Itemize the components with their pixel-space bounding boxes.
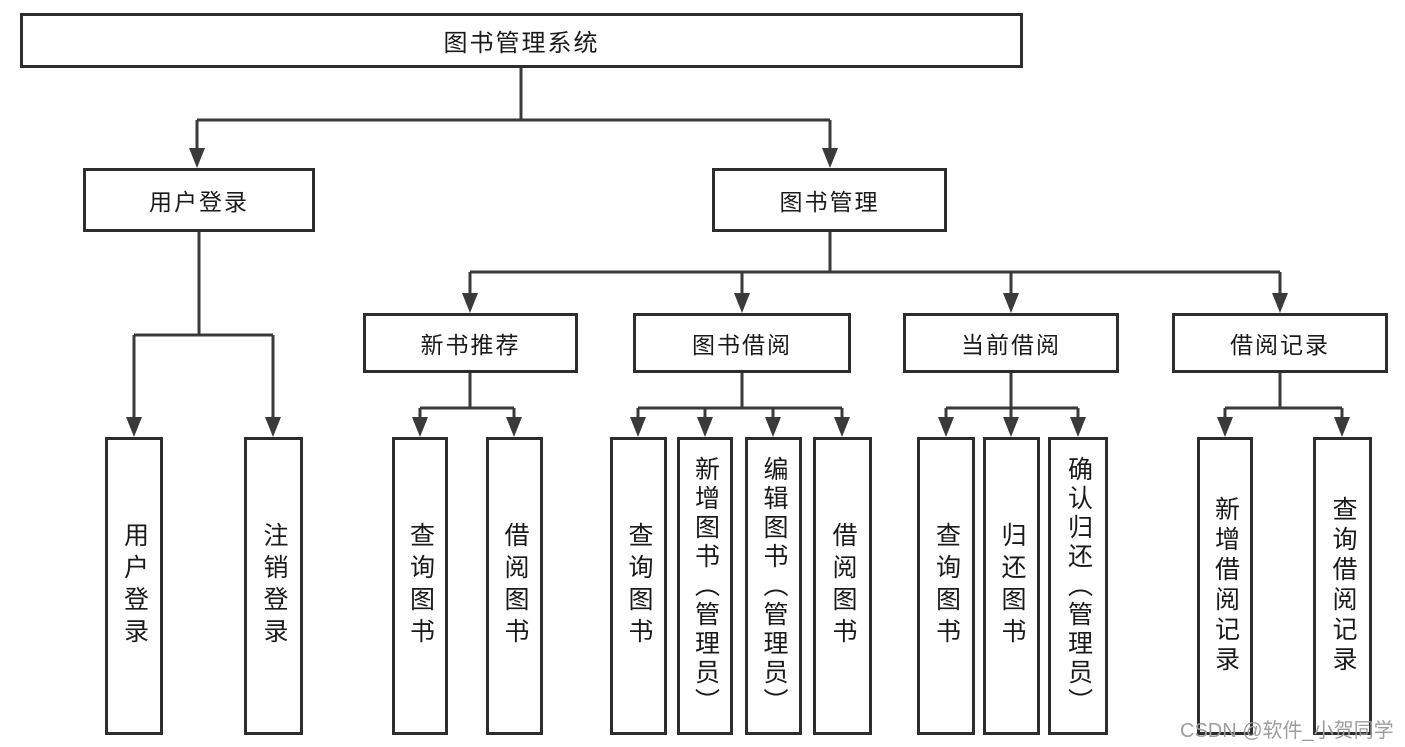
node-label: 借阅图书 bbox=[829, 522, 857, 650]
node-label: 图书借阅 bbox=[692, 332, 792, 358]
node-label: 图书管理系统 bbox=[443, 30, 600, 57]
leaf-borrow-book-2: 借阅图书 bbox=[813, 437, 872, 735]
node-book-borrow: 图书借阅 bbox=[633, 313, 851, 373]
node-borrow-records: 借阅记录 bbox=[1172, 313, 1388, 373]
csdn-watermark: CSDN @软件_小贺同学 bbox=[1180, 720, 1394, 742]
node-root-system: 图书管理系统 bbox=[20, 13, 1023, 68]
leaf-return-book: 归还图书 bbox=[983, 437, 1040, 735]
leaf-user-login: 用户登录 bbox=[105, 437, 163, 735]
node-label: 新增图书（管理员） bbox=[691, 455, 720, 717]
leaf-add-borrow-record: 新增借阅记录 bbox=[1197, 437, 1253, 735]
leaf-query-book-3: 查询图书 bbox=[917, 437, 975, 735]
node-label: 查询图书 bbox=[625, 522, 653, 650]
node-label: 当前借阅 bbox=[961, 332, 1061, 358]
leaf-query-borrow-record: 查询借阅记录 bbox=[1313, 437, 1372, 735]
node-label: 查询借阅记录 bbox=[1329, 496, 1357, 676]
leaf-query-book-2: 查询图书 bbox=[610, 437, 667, 735]
leaf-query-book-1: 查询图书 bbox=[392, 437, 448, 735]
node-label: 用户登录 bbox=[149, 189, 249, 215]
node-label: 注销登录 bbox=[260, 522, 288, 650]
node-label: 查询图书 bbox=[406, 522, 435, 650]
node-label: 用户登录 bbox=[120, 522, 149, 650]
node-user-login: 用户登录 bbox=[83, 168, 315, 232]
node-label: 查询图书 bbox=[932, 522, 961, 650]
leaf-edit-book-admin: 编辑图书（管理员） bbox=[745, 437, 802, 735]
node-label: 新书推荐 bbox=[420, 332, 521, 358]
leaf-confirm-return-admin: 确认归还（管理员） bbox=[1048, 437, 1108, 735]
node-new-book-recommend: 新书推荐 bbox=[363, 313, 578, 373]
node-label: 借阅记录 bbox=[1230, 332, 1330, 358]
node-label: 借阅图书 bbox=[501, 522, 529, 650]
leaf-add-book-admin: 新增图书（管理员） bbox=[677, 437, 733, 735]
node-label: 归还图书 bbox=[998, 522, 1026, 650]
leaf-borrow-book-1: 借阅图书 bbox=[486, 437, 543, 735]
node-label: 编辑图书（管理员） bbox=[760, 455, 788, 717]
node-label: 新增借阅记录 bbox=[1211, 496, 1240, 676]
leaf-logout: 注销登录 bbox=[244, 437, 303, 735]
node-label: 确认归还（管理员） bbox=[1064, 455, 1093, 717]
node-book-management: 图书管理 bbox=[712, 168, 947, 232]
node-current-borrow: 当前借阅 bbox=[903, 313, 1119, 373]
node-label: 图书管理 bbox=[779, 189, 880, 215]
